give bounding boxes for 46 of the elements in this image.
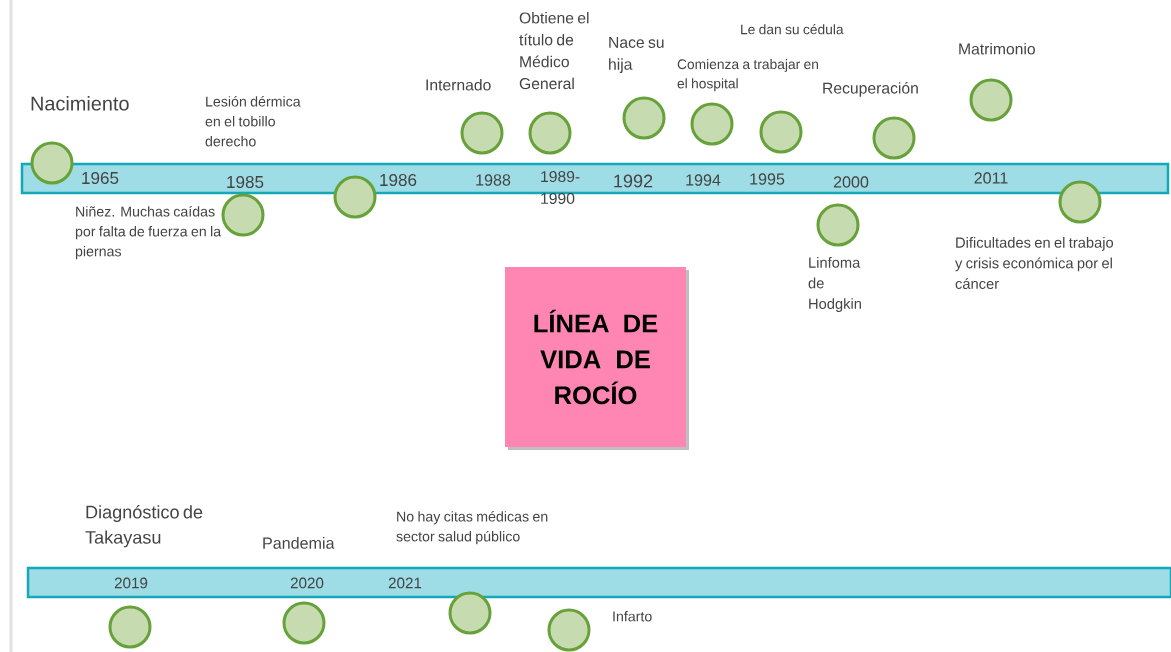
event-label: Obtiene el título de Médico General	[519, 12, 589, 90]
circle-marker	[622, 96, 666, 140]
year-label: 1989- 1990	[541, 171, 580, 204]
year-label: 1988	[476, 174, 511, 186]
event-label: Lesión dérmica en el tobillo derecho	[205, 96, 301, 147]
circle-marker	[30, 141, 74, 185]
circle-marker	[1058, 180, 1102, 224]
year-label: 2020	[290, 577, 324, 589]
event-label: Linfoma de Hodgkin	[808, 257, 861, 312]
event-label: Recuperación	[823, 82, 918, 97]
circle-marker	[282, 601, 326, 645]
year-label: 1986	[380, 173, 417, 187]
year-label: 2000	[833, 176, 869, 188]
event-label: No hay citas médicas en sector salud público	[396, 511, 548, 545]
event-label: Diagnóstico de Takayasu	[85, 505, 203, 548]
year-label: 1995	[750, 173, 785, 185]
event-label: Nacimiento	[31, 96, 129, 111]
event-label: Pandemia	[263, 537, 335, 549]
event-label: Le dan su cédula	[741, 24, 844, 35]
circle-marker	[460, 111, 504, 155]
event-label: Comienza a trabajar en el hospital	[677, 59, 818, 92]
year-label: 2021	[388, 577, 422, 589]
year-label: 1985	[227, 175, 264, 189]
year-label: 2011	[974, 172, 1008, 184]
circle-marker	[759, 110, 803, 154]
circle-marker	[221, 193, 265, 237]
circle-marker	[333, 175, 377, 219]
year-label: 1992	[614, 174, 653, 188]
event-label: Nace su hija	[609, 37, 664, 73]
title-box: LÍNEA DE VIDA DE ROCÍO	[505, 267, 689, 450]
year-label: 2019	[114, 577, 148, 589]
circle-marker	[969, 78, 1013, 122]
circle-marker	[872, 116, 916, 160]
circle-marker	[528, 111, 572, 155]
year-label: 1994	[686, 174, 721, 186]
circle-marker	[448, 591, 492, 635]
circle-marker	[547, 608, 591, 652]
event-label: Dificultades en el trabajo y crisis económica por el cáncer	[955, 237, 1114, 289]
event-label: Matrimonio	[959, 43, 1035, 55]
circle-marker	[816, 203, 860, 247]
event-label: Niñez. Muchas caídas por falta de fuerza en la piernas	[75, 206, 222, 260]
event-label: Infarto	[613, 611, 652, 622]
year-label: 1965	[82, 171, 119, 185]
event-label: Internado	[426, 79, 491, 91]
circle-marker	[108, 605, 152, 649]
circle-marker	[690, 102, 734, 146]
